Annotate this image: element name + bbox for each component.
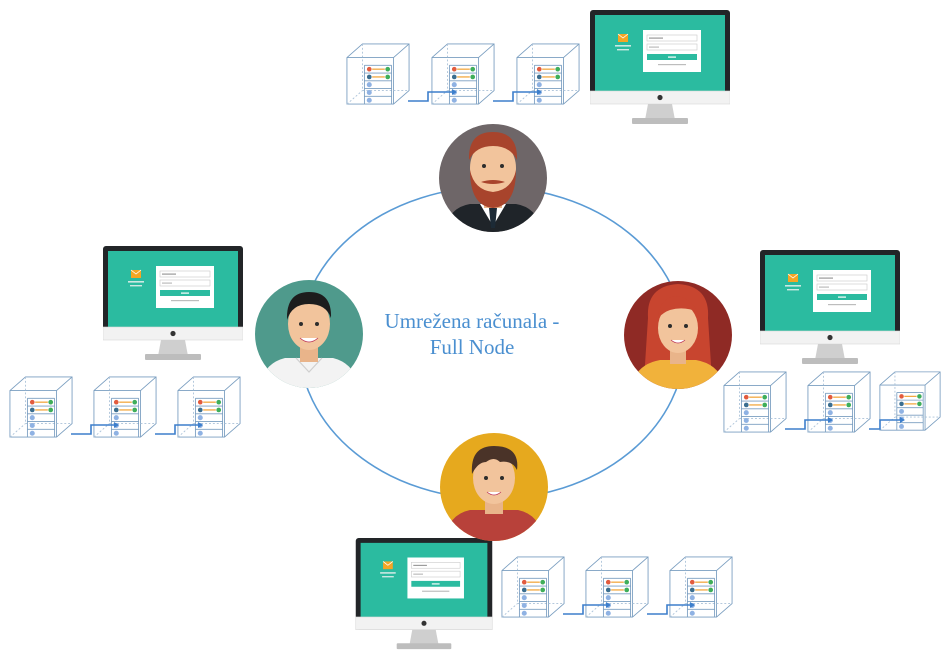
blockchain-block-icon bbox=[93, 376, 157, 438]
chain-left bbox=[9, 376, 241, 438]
chain-right bbox=[723, 371, 941, 433]
blockchain-block-icon bbox=[501, 556, 565, 618]
monitor-icon bbox=[103, 246, 243, 361]
monitor-icon bbox=[760, 250, 900, 365]
young-man-avatar bbox=[440, 433, 548, 541]
chain-bottom bbox=[501, 556, 733, 618]
center-label: Umrežena računala - Full Node bbox=[370, 308, 574, 360]
chain-arrow bbox=[647, 604, 690, 615]
blockchain-block-icon bbox=[177, 376, 241, 438]
blockchain-block-icon bbox=[723, 371, 787, 433]
blockchain-block-icon bbox=[879, 371, 941, 431]
monitor-icon bbox=[355, 538, 493, 650]
monitor-icon bbox=[590, 10, 730, 125]
blockchain-block-icon bbox=[346, 43, 410, 105]
blockchain-block-icon bbox=[807, 371, 871, 433]
blockchain-block-icon bbox=[516, 43, 580, 105]
center-label-line1: Umrežena računala - bbox=[384, 309, 560, 333]
chain-arrow bbox=[408, 91, 452, 102]
smiling-man-avatar bbox=[255, 280, 363, 388]
blockchain-block-icon bbox=[431, 43, 495, 105]
blockchain-block-icon bbox=[669, 556, 733, 618]
blockchain-block-icon bbox=[585, 556, 649, 618]
blockchain-block-icon bbox=[9, 376, 73, 438]
chain-arrow bbox=[785, 419, 828, 430]
chain-arrow bbox=[563, 604, 606, 615]
chain-arrow bbox=[493, 91, 537, 102]
center-label-line2: Full Node bbox=[429, 335, 515, 359]
chain-top bbox=[346, 43, 580, 105]
chain-arrow bbox=[71, 424, 114, 435]
bearded-man-avatar bbox=[439, 124, 547, 232]
chain-arrow bbox=[155, 424, 198, 435]
chain-arrow bbox=[869, 419, 900, 430]
red-haired-woman-avatar bbox=[624, 281, 732, 389]
